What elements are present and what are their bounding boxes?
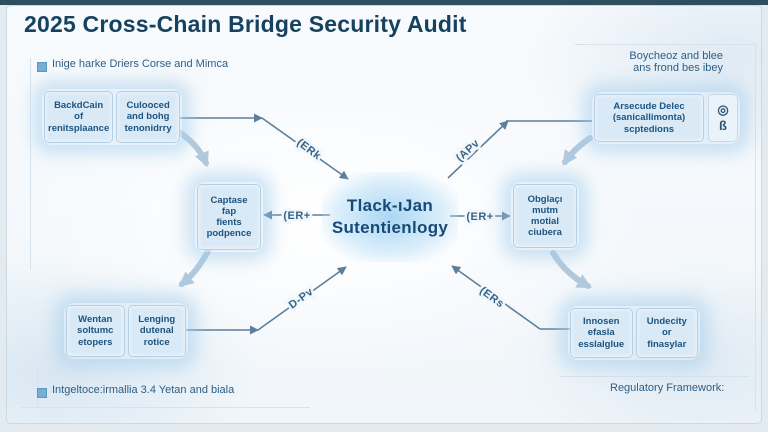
legend-bottom-right: Regulatory Framework: <box>610 382 725 394</box>
legend-bullet-icon <box>37 62 47 72</box>
node-arsecude: Arsecude Delec (sanicallimonta) scptedio… <box>594 94 704 142</box>
panel-rule <box>20 407 310 408</box>
node-lenging: Lenging dutenal rotice <box>127 305 186 357</box>
legend-top-left: Inige harke Driers Corse and Mimca <box>52 58 229 70</box>
node-undecity: Undecity or finasylar <box>635 308 698 358</box>
target-icon: ◎ <box>717 102 729 118</box>
node-group-top-left: BackdCain of renitsplaance Culooced and … <box>42 89 182 145</box>
node-captase: Captase fap fients podpence <box>197 184 261 250</box>
legend-top-right: Boycheoz and blee ans frond bes ibey <box>629 50 723 74</box>
center-node: Tlack-ıJan Sutentienlogy <box>322 172 458 262</box>
node-culooced: Culooced and bohg tenonidrry <box>116 91 180 143</box>
panel-rule <box>560 376 750 377</box>
node-wentan: Wentan soltumc etopers <box>66 305 125 357</box>
node-obglaci: Obglaçı mutm motial ciubera <box>513 184 577 248</box>
legend-bottom-left: Intgeltoce:irmallia 3.4 Yetan and biala <box>52 384 235 396</box>
panel-rule <box>755 44 756 412</box>
panel-rule <box>30 58 31 270</box>
legend-bullet-icon <box>37 388 47 398</box>
panel-rule <box>575 44 755 45</box>
center-node-label: Tlack-ıJan Sutentienlogy <box>331 195 449 237</box>
clip-icon: ß <box>719 117 727 133</box>
page-title: 2025 Cross-Chain Bridge Security Audit <box>24 11 467 37</box>
node-group-bottom-right: Innosen efasla esslalglue Undecity or fi… <box>568 306 700 360</box>
node-icon-box: ◎ ß <box>708 94 738 142</box>
node-group-mid-right: Obglaçı mutm motial ciubera <box>511 182 579 250</box>
panel-rule <box>37 368 38 406</box>
node-group-bottom-left: Wentan soltumc etopers Lenging dutenal r… <box>64 303 188 359</box>
top-accent-bar <box>0 0 768 5</box>
node-backdcain: BackdCain of renitsplaance <box>44 91 114 143</box>
node-innosen: Innosen efasla esslalglue <box>570 308 633 358</box>
node-group-mid-left: Captase fap fients podpence <box>195 182 263 252</box>
node-group-top-right: Arsecude Delec (sanicallimonta) scptedio… <box>592 92 740 144</box>
